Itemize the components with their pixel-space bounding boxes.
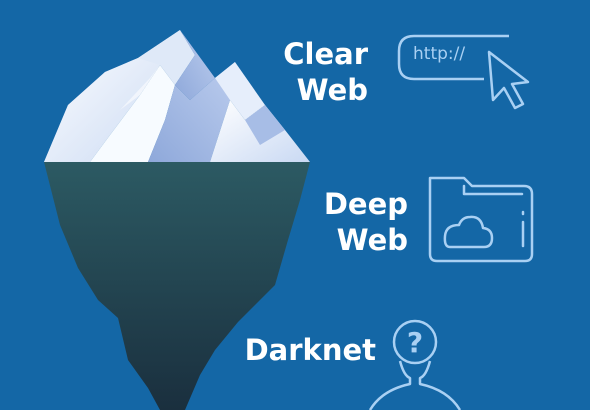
question-mark-icon: ?: [392, 319, 438, 365]
iceberg-tip: [44, 30, 310, 162]
browser-address-bar-icon: [397, 34, 509, 81]
clear-web-label-line1: Clear: [283, 37, 368, 71]
deep-web-label: Deep Web: [324, 186, 408, 258]
clear-web-label-line2: Web: [296, 73, 368, 107]
folder-icon: [428, 176, 534, 263]
deep-web-label-line1: Deep: [323, 187, 408, 221]
iceberg-underwater: [44, 162, 310, 410]
svg-text:?: ?: [407, 326, 423, 359]
cloud-icon: [443, 215, 494, 249]
deep-web-label-line2: Web: [336, 223, 408, 257]
anonymous-person-icon: [368, 360, 462, 410]
clear-web-label: Clear Web: [283, 36, 368, 108]
mouse-cursor-icon: [487, 50, 530, 110]
darknet-label: Darknet: [244, 333, 376, 367]
browser-url-text: http://: [413, 44, 466, 64]
